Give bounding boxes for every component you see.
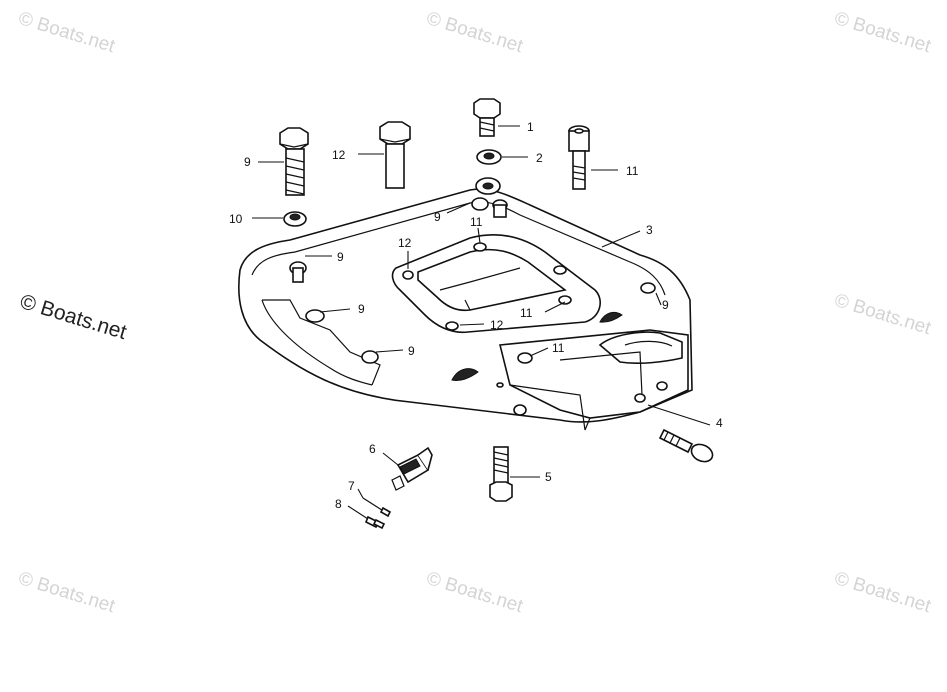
callout-4: 4 [716, 416, 723, 430]
callout-2: 2 [536, 151, 543, 165]
callout-5: 5 [545, 470, 552, 484]
callout-12-bolt: 12 [332, 148, 346, 162]
adapter-plate [238, 177, 693, 431]
pin-7 [362, 497, 392, 518]
callout-11-middle: 11 [520, 306, 533, 320]
callout-1: 1 [527, 120, 534, 134]
callout-9-left-middle: 9 [358, 302, 365, 316]
callout-3: 3 [646, 223, 653, 237]
bolt-1 [473, 98, 501, 137]
callout-8: 8 [335, 497, 342, 511]
callout-11-screw: 11 [626, 164, 639, 178]
callout-9-bolt: 9 [244, 155, 251, 169]
callout-9-top: 9 [434, 210, 441, 224]
bolt-9-hex-large [279, 127, 309, 196]
bolt-12-hex [379, 121, 411, 189]
callout-9-right: 9 [662, 298, 669, 312]
callout-12-frame: 12 [398, 236, 412, 250]
bolt-5 [489, 446, 513, 502]
callout-12-center: 12 [490, 318, 504, 332]
callout-11-lower: 11 [552, 341, 565, 355]
washer-2 [476, 149, 502, 165]
leader-lines [252, 125, 711, 520]
callout-7: 7 [348, 479, 355, 493]
switch-6 [391, 446, 433, 491]
pin-8 [364, 515, 386, 530]
washer-10 [283, 211, 307, 227]
callout-9-left-lower: 9 [408, 344, 415, 358]
bolt-4 [658, 428, 714, 463]
callout-9-left-upper: 9 [337, 250, 344, 264]
callout-labels: 1 2 3 4 5 6 7 8 9 9 9 9 9 9 10 11 11 11 … [229, 120, 723, 511]
socket-screw-11 [568, 125, 590, 190]
callout-11-top: 11 [470, 215, 483, 229]
callout-10: 10 [229, 212, 243, 226]
callout-6: 6 [369, 442, 376, 456]
